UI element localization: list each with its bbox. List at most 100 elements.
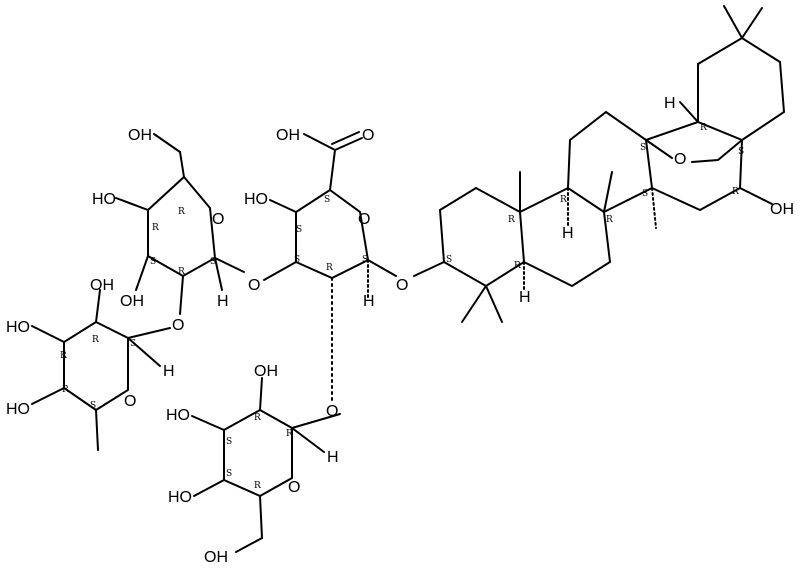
rhamnose-ring-o-label: O: [124, 393, 136, 410]
aglycone-glycosidic-o-label: O: [396, 277, 408, 294]
glucose-top-c3-oh-bond: [135, 255, 149, 291]
stereo-descriptors: R R S R S R R R S S S S S R S R S S R R …: [60, 123, 744, 491]
rhamnose-c2-oh-label: OH: [90, 277, 114, 294]
stereo-descriptor: S: [324, 195, 330, 205]
stereo-descriptor: R: [254, 413, 261, 423]
glucose-top-anomeric-h: [214, 257, 223, 291]
stereo-descriptor: S: [90, 401, 96, 411]
stereo-descriptor: R: [560, 195, 567, 205]
glucose-top-c4-oh-bond: [115, 197, 149, 211]
c16-oh-bond: [739, 187, 773, 205]
stereo-descriptor: S: [226, 469, 232, 479]
glucuronic-c3-o-bond: [263, 261, 297, 281]
stereo-descriptor: S: [296, 225, 302, 235]
glucose-top-ring-o-label: O: [212, 211, 224, 228]
glucuronic-c4-oh-label: HO: [244, 191, 268, 208]
glucose-top-anomeric-h-label: H: [217, 293, 229, 310]
aglycone-c3-o-bond: [413, 261, 445, 277]
glucose-top-c3-oh-label: OH: [120, 293, 144, 310]
stereo-descriptor: S: [738, 147, 744, 157]
stereo-descriptor: R: [606, 215, 613, 225]
glucuronic-anomeric-link: [367, 259, 397, 277]
stereo-descriptor: R: [700, 123, 707, 133]
carboxyl-oh-label: OH: [276, 127, 300, 144]
stereo-descriptor: R: [92, 335, 99, 345]
glucuronic-c3-o-label: O: [248, 277, 260, 294]
rhamnose-c3-oh-bond: [31, 325, 65, 343]
rhamnose-link-bond: [127, 327, 171, 339]
rhamnose-c4-oh-label: HO: [6, 401, 30, 418]
aglycone-ring-d: [645, 120, 744, 212]
stereo-descriptor: R: [732, 187, 739, 197]
glucose-bottom-c4-oh-label: HO: [168, 489, 192, 506]
stereo-descriptor: S: [150, 257, 156, 267]
stereo-descriptor: R: [514, 261, 521, 271]
ether-o-label: O: [674, 151, 686, 168]
rhamnose-anomeric-h-label: H: [163, 363, 175, 380]
aglycone-ring-b: [519, 186, 612, 288]
gem-dimethyl-bonds: [461, 285, 503, 323]
glucuronic-c4-oh-bond: [269, 199, 297, 213]
glucose-bottom-anomeric-h-label: H: [327, 449, 339, 466]
rhamnose-c3-oh-label: HO: [6, 319, 30, 336]
stereo-descriptor: S: [130, 339, 136, 349]
stereo-descriptor: R: [60, 351, 67, 361]
aglycone-ring-c: [567, 110, 654, 213]
c9-h-label: H: [562, 225, 574, 242]
stereo-descriptor: R: [62, 385, 69, 395]
glucose-top-ch2oh-bond: [153, 133, 185, 178]
stereo-descriptor: S: [226, 437, 232, 447]
glucose-top-c2-o-bond: [179, 275, 184, 315]
c14-methyl-bond: [651, 187, 657, 229]
glucose-top-ch2oh-label: OH: [128, 127, 152, 144]
c5-h-label: H: [519, 289, 531, 306]
carboxyl-oh-bond: [303, 133, 336, 151]
c18-h-label: H: [664, 95, 676, 112]
glucose-top-c4-oh-label: HO: [92, 191, 116, 208]
glucuronic-c2-o-label: O: [326, 403, 338, 420]
aglycone-ring-a: [438, 186, 526, 288]
rhamnose-c2-oh-bond: [95, 289, 101, 323]
glucose-bottom-ch2oh-bond: [235, 495, 264, 553]
gem-dimethyl-e-bonds: [723, 5, 763, 39]
stereo-descriptor: R: [178, 207, 185, 217]
carbonyl-double-bond: [331, 131, 363, 151]
c18-h-bond: [679, 101, 699, 123]
stereo-descriptor: S: [642, 189, 648, 199]
glucose-top-glycosidic-o-label: O: [172, 317, 184, 334]
glucose-bottom-h-bond: [291, 427, 325, 453]
glucose-bottom-c2-oh-label: OH: [254, 363, 278, 380]
carbonyl-o-label: O: [362, 127, 374, 144]
atom-labels: OH HO O OH H O O OH HO HO O H OH O HO O …: [6, 95, 794, 566]
glucose-bottom-link-bond: [291, 413, 341, 429]
glucose-bottom-c2-oh-bond: [259, 377, 263, 411]
c16-oh-label: OH: [770, 201, 794, 218]
rhamnose-h-bond: [127, 337, 161, 367]
glucose-bottom-c3-oh-label: HO: [166, 407, 190, 424]
glucuronic-ring-o-label: O: [358, 211, 370, 228]
stereo-descriptor: R: [254, 481, 261, 491]
glucose-top-anomeric-link: [214, 257, 245, 273]
glucose-bottom-c3-oh-bond: [191, 415, 225, 431]
stereo-descriptor: S: [362, 255, 368, 265]
stereo-descriptor: S: [210, 257, 216, 267]
glucose-bottom-c4-oh-bond: [193, 479, 225, 497]
glucose-bottom-ring-o-label: O: [288, 479, 300, 496]
stereo-descriptor: R: [286, 429, 293, 439]
stereo-descriptor: R: [152, 223, 159, 233]
rhamnose-c4-oh-bond: [31, 387, 65, 405]
aglycone-ring-e: [697, 36, 786, 141]
rhamnose-methyl-bond: [95, 409, 99, 451]
stereo-descriptor: S: [446, 255, 452, 265]
glucuronic-carboxyl-bond: [329, 149, 336, 191]
glucuronic-anomeric-h-label: H: [363, 293, 375, 310]
c8-methyl-bond: [603, 171, 613, 213]
stereo-descriptor: R: [178, 267, 185, 277]
stereo-descriptor: S: [640, 143, 646, 153]
bonds: [31, 5, 786, 553]
glucose-bottom-ch2oh-label: OH: [204, 549, 228, 566]
stereo-descriptor: S: [294, 255, 300, 265]
stereo-descriptor: R: [326, 263, 333, 273]
